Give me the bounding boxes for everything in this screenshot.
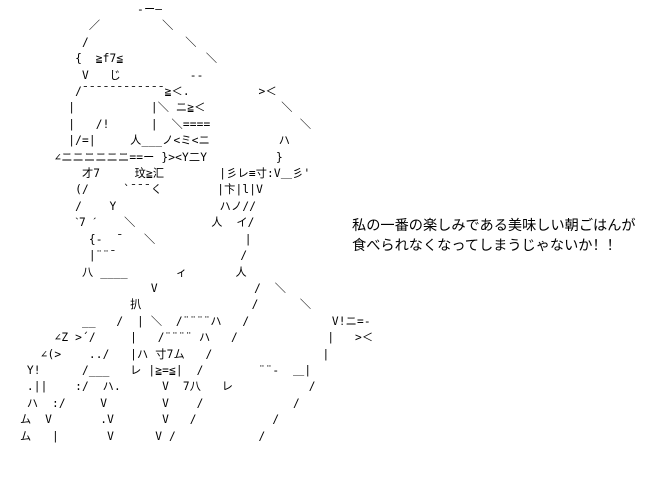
- art-line: V / ＼: [20, 281, 287, 295]
- art-line: V じ ‐‐: [20, 68, 204, 82]
- art-line: ∠(> ../ |ハ 寸7ム / |: [20, 347, 330, 361]
- art-line: ハ :/ V V / /: [20, 396, 300, 410]
- art-line: 扒 / ＼: [20, 298, 312, 312]
- art-line: __ / | ＼ /¨¨¨¨ハ / V!ニ=-: [20, 314, 371, 328]
- art-line: |¨¨ˉ /: [20, 249, 248, 263]
- speech-text: 私の一番の楽しみである美味しい朝ごはんが 食べられなくなってしまうじゃないか！！: [352, 216, 662, 256]
- ascii-art-figure: -ー― ／ ＼ / ＼ { ≧f7≦ ＼ V じ ‐‐ /¯¯¯¯¯¯¯¯¯¯¯…: [20, 2, 373, 445]
- art-line: / Y ハノ//: [20, 199, 257, 213]
- art-line: (/ `¯¯¯く |卞|l|V: [20, 183, 264, 197]
- art-line: -ー―: [20, 3, 163, 16]
- art-line: 才7 玟≧汇 |彡レ≡寸:V＿彡': [20, 167, 311, 181]
- art-line: ∠ニニニニニニ==ー }><Y二Y }: [20, 150, 283, 164]
- art-line: ∠Z >´/ | /¨¨¨¨ ハ / | >＜: [20, 331, 374, 345]
- art-line: ム | V V / /: [20, 429, 266, 443]
- art-line: |/=| 人___ノ<ミ<ニ ハ: [20, 134, 291, 148]
- art-line: ˋ7 ˊ ＼ 人 イ/: [20, 216, 255, 230]
- art-line: | |＼ ニ≧＜ ＼: [20, 101, 293, 115]
- art-line: 八 ____ ィ 人: [20, 265, 247, 279]
- speech-line-2: 食べられなくなってしまうじゃないか！！: [352, 238, 621, 254]
- art-line: {‐ ˉ ＼ |: [20, 232, 252, 246]
- art-line: | /! | ＼==== ＼: [20, 117, 312, 131]
- art-line: { ≧f7≦ ＼: [20, 52, 218, 66]
- art-line: .|| :/ ハ. V 7八 レ /: [20, 380, 316, 394]
- art-line: Y! /___ レ |≧=≦| / ¨¨‐ ＿|: [20, 363, 312, 377]
- art-line: /¯¯¯¯¯¯¯¯¯¯¯¯≧＜. >＜: [20, 85, 277, 99]
- art-line: / ＼: [20, 35, 197, 49]
- speech-line-1: 私の一番の楽しみである美味しい朝ごはんが: [352, 218, 636, 234]
- art-line: ／ ＼: [20, 19, 174, 33]
- art-line: ム V .V V / /: [20, 413, 280, 427]
